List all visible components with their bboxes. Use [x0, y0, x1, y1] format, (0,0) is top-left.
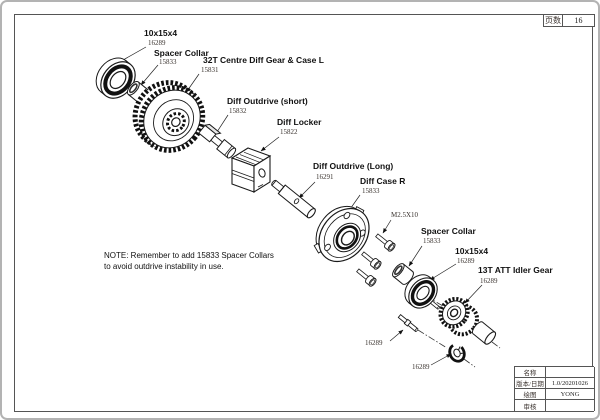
title-block-value-drafter: YONG [546, 389, 595, 400]
partnum-diff-locker: 15822 [280, 128, 298, 136]
title-block-label-drafter: 绘图 [515, 389, 546, 400]
label-spacer-collar-right: Spacer Collar [421, 226, 476, 236]
label-bearing-right: 10x15x4 [455, 246, 489, 256]
idler-shaft-cylinder [471, 321, 497, 345]
label-outdrive-short: Diff Outdrive (short) [227, 96, 308, 106]
bearing-10x15x4-left [95, 57, 136, 99]
title-block-value-reviewer [546, 400, 595, 411]
diff-case-r [313, 205, 370, 263]
partnum-spacer-collar-left: 15833 [159, 58, 177, 66]
screws-m2-5x10 [356, 233, 396, 287]
page-number-label: 页数 [545, 15, 563, 26]
assembly-note-line1: NOTE: Remember to add 15833 Spacer Colla… [104, 251, 274, 260]
diff-locker [230, 147, 272, 193]
label-spacer-collar-left: Spacer Collar [154, 48, 209, 58]
diff-outdrive-long [271, 179, 316, 219]
label-bearing-left: 10x15x4 [144, 28, 178, 38]
label-diff-case-r: Diff Case R [360, 176, 406, 186]
page-number-value: 16 [574, 16, 583, 25]
title-block-label-name: 名称 [515, 367, 546, 378]
partnum-spacer-collar-right: 15833 [423, 237, 441, 245]
drawing-frame [14, 14, 593, 412]
partnum-centre-diff-gear: 15831 [201, 66, 219, 74]
partnum-bearing-right: 16289 [457, 257, 475, 265]
partnum-idler-pin: 16289 [365, 339, 383, 347]
label-screw-m2-5x10: M2.5X10 [391, 211, 419, 219]
partnum-outdrive-short: 15832 [229, 107, 247, 115]
page-number-box: 页数 16 [543, 14, 595, 27]
centre-diff-gear-32t [132, 80, 206, 153]
partnum-e-clip: 16289 [412, 363, 430, 371]
screw-m2-5x10-1 [375, 233, 396, 252]
bearing-10x15x4-right [404, 274, 438, 309]
assembly-note: NOTE: Remember to add 15833 Spacer Colla… [104, 250, 274, 272]
spacer-collar-right [392, 263, 414, 285]
screw-m2-5x10-2 [361, 251, 382, 270]
title-block: 名称 版本/日期 1.0/20201026 绘图 YONG 审核 [514, 366, 595, 412]
screw-m2-5x10-3 [356, 268, 377, 287]
partnum-diff-case-r: 15833 [362, 187, 380, 195]
title-block-value-name [546, 367, 595, 378]
label-idler-gear: 13T ATT Idler Gear [478, 265, 553, 275]
diff-outdrive-short [198, 123, 237, 159]
title-block-value-version: 1.0/20201026 [546, 378, 595, 389]
idler-shaft-pin [397, 314, 419, 332]
partnum-idler-gear: 16289 [480, 277, 498, 285]
partnum-bearing-left: 16289 [148, 39, 166, 47]
label-outdrive-long: Diff Outdrive (Long) [313, 161, 394, 171]
title-block-label-version: 版本/日期 [515, 378, 546, 389]
title-block-label-reviewer: 审核 [515, 400, 546, 411]
e-clip [448, 343, 466, 363]
partnum-outdrive-long: 16291 [316, 173, 334, 181]
leader-lines [115, 46, 483, 366]
label-centre-diff-gear: 32T Centre Diff Gear & Case L [203, 55, 324, 65]
label-diff-locker: Diff Locker [277, 117, 322, 127]
small-pin [429, 300, 441, 310]
assembly-note-line2: to avoid outdrive instability in use. [104, 262, 224, 271]
